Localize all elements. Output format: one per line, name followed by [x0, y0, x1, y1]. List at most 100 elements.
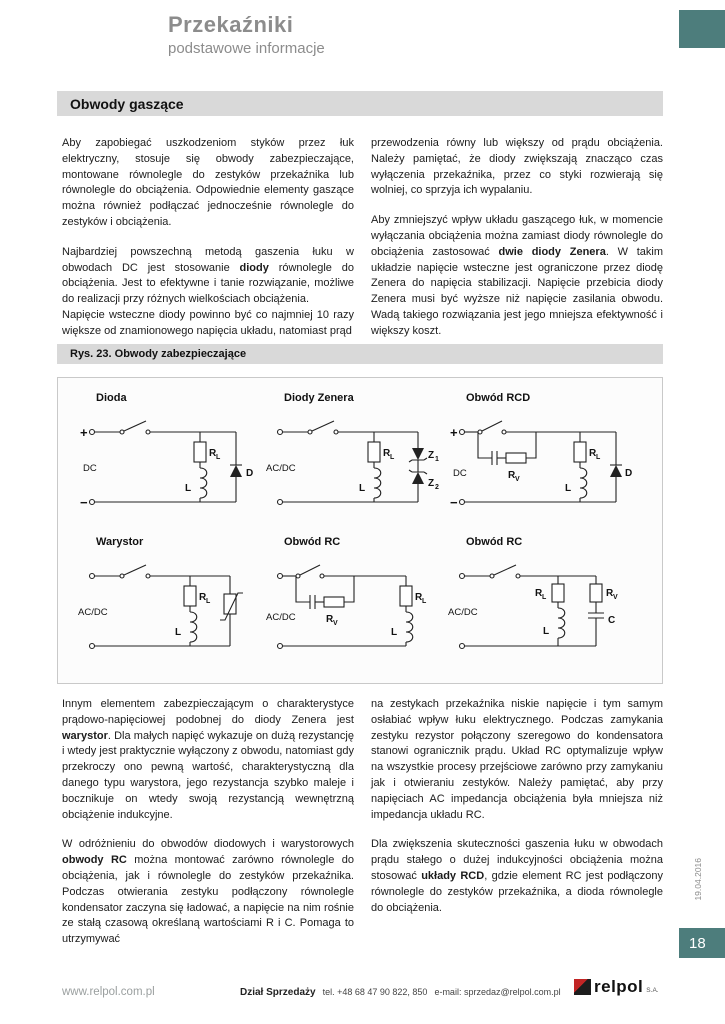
circuit-cell-varistor: Warystor AC/DC R L L: [78, 536, 264, 662]
source-label: AC/DC: [266, 463, 296, 474]
section-title: Obwody gaszące: [70, 95, 184, 112]
terminal: [276, 572, 284, 580]
intro-text-block: Aby zapobiegać uszkodzeniom styków przez…: [62, 136, 663, 340]
resistor-rv: [323, 596, 345, 608]
circuit-title: Warystor: [96, 536, 144, 548]
varistor-stroke: [220, 592, 243, 621]
terminal: [458, 572, 466, 580]
l-label: L: [175, 627, 181, 638]
capacitor-c: [588, 612, 604, 619]
document-title: Przekaźniki: [168, 12, 294, 37]
resistor-rl: [183, 585, 197, 607]
resistor-rl: [193, 441, 207, 463]
website-link[interactable]: www.relpol.com.pl: [62, 986, 155, 998]
switch-lever: [123, 420, 147, 432]
relpol-logo: relpol S.A.: [574, 978, 659, 995]
terminal: [88, 428, 96, 436]
switch-contact: [145, 573, 151, 579]
circuit-title: Obwód RCD: [466, 392, 531, 404]
d-label: D: [625, 468, 632, 479]
switch-contact: [515, 573, 521, 579]
intro-paragraph-1: Aby zapobiegać uszkodzeniom styków przez…: [62, 137, 354, 228]
circuit-title: Obwód RC: [284, 536, 341, 548]
resistor-rv: [505, 452, 527, 464]
circuit-cell-rc-load: Obwód RC AC/DC R L L R: [448, 536, 634, 662]
z1-sub-label: 1: [435, 456, 439, 463]
relpol-logo-suffix: S.A.: [646, 987, 659, 994]
circuit-diagram-rc-load: AC/DC R L L R V: [448, 564, 618, 650]
terminal: [88, 498, 96, 506]
rv-label: R: [508, 470, 516, 481]
l-label: L: [565, 483, 571, 494]
intro-left-column: Aby zapobiegać uszkodzeniom styków przez…: [62, 136, 354, 340]
revision-date: 19.04.2016: [693, 858, 703, 901]
switch-contact: [333, 429, 339, 435]
z2-sub-label: 2: [435, 484, 439, 491]
l-label: L: [185, 483, 191, 494]
capacitor: [491, 451, 498, 465]
resistor-rv: [589, 583, 603, 603]
lower-paragraph-1: Innym elementem zabezpieczającym o chara…: [62, 698, 354, 821]
l-label: L: [359, 483, 365, 494]
switch-contact: [307, 429, 313, 435]
l-label: L: [391, 627, 397, 638]
terminal: [276, 498, 284, 506]
inductor-l: [199, 467, 208, 499]
rl-label: R: [415, 592, 423, 603]
intro-paragraph-3: Napięcie wsteczne diody powinno być co n…: [62, 308, 354, 337]
intro-paragraph-4: przewodzenia równy lub większy od prądu …: [371, 137, 663, 197]
circuit-cell-diode: Dioda + − DC R L L: [78, 392, 264, 518]
d-label: D: [246, 468, 253, 479]
sales-email[interactable]: e-mail: sprzedaz@relpol.com.pl: [434, 987, 561, 997]
diode-d: [610, 465, 622, 477]
page-number-badge: 18: [679, 928, 725, 958]
source-label: AC/DC: [266, 612, 296, 623]
zener-z2: [412, 472, 424, 484]
switch-contact: [501, 429, 507, 435]
relpol-logo-icon: [574, 979, 591, 995]
minus-label: −: [80, 495, 88, 510]
zener-z1: [412, 448, 424, 460]
footer-contact: Dział Sprzedaży tel. +48 68 47 90 822, 8…: [240, 987, 561, 998]
rv-sub-label: V: [613, 594, 618, 601]
rl-sub-label: L: [542, 594, 547, 601]
resistor-rl: [551, 583, 565, 603]
figure-caption-text: Rys. 23. Obwody zabezpieczające: [70, 348, 247, 360]
document-subtitle: podstawowe informacje: [168, 40, 325, 57]
switch-contact: [119, 429, 125, 435]
circuit-title: Dioda: [96, 392, 127, 404]
switch-lever: [481, 420, 503, 432]
sales-phone: tel. +48 68 47 90 822, 850: [322, 987, 428, 997]
switch-lever: [493, 564, 517, 576]
capacitor: [309, 595, 316, 609]
switch-contact: [145, 429, 151, 435]
rl-label: R: [383, 448, 391, 459]
section-header-bar: Obwody gaszące: [57, 91, 663, 116]
rv-sub-label: V: [333, 620, 338, 627]
lower-right-column: na zestykach przekaźnika niskie napięcie…: [371, 697, 663, 948]
source-label: DC: [83, 463, 97, 474]
sales-dept-label: Dział Sprzedaży: [240, 987, 316, 998]
switch-lever: [123, 564, 147, 576]
rl-label: R: [535, 588, 543, 599]
circuit-diagram-zener: AC/DC R L L Z 1: [266, 420, 439, 506]
terminal: [458, 428, 466, 436]
switch-contact: [119, 573, 125, 579]
minus-label: −: [450, 495, 458, 510]
inductor-l: [189, 611, 198, 643]
lower-text-block: Innym elementem zabezpieczającym o chara…: [62, 697, 663, 948]
circuit-cell-rcd: Obwód RCD + − DC R V: [448, 392, 634, 518]
resistor-rl: [367, 441, 381, 463]
terminal: [88, 572, 96, 580]
wire: [295, 576, 310, 603]
rv-sub-label: V: [515, 476, 520, 483]
intro-paragraph-2: Najbardziej powszechną metodą gaszenia ł…: [62, 245, 354, 306]
switch-contact: [319, 573, 325, 579]
c-label: C: [608, 615, 615, 626]
resistor-rl: [399, 585, 413, 607]
z1-label: Z: [428, 450, 434, 461]
intro-right-column: przewodzenia równy lub większy od prądu …: [371, 136, 663, 340]
source-label: AC/DC: [78, 607, 108, 618]
circuit-diagram-diode: + − DC R L L: [80, 420, 253, 510]
